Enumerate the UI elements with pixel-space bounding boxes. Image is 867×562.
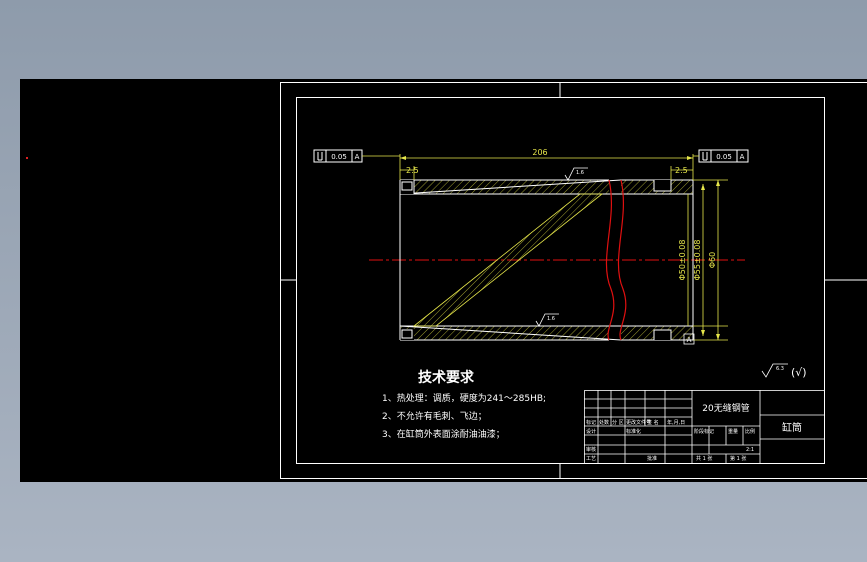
dim-right-groove: 2.5	[675, 166, 688, 175]
tb-scale: 比例	[745, 428, 755, 435]
svg-text:0.05: 0.05	[331, 153, 347, 161]
requirement-1: 1、热处理：调质，硬度为241～285HB;	[382, 392, 546, 404]
tb-standardization: 标准化	[626, 428, 641, 435]
tb-weight: 重量	[728, 428, 738, 435]
dim-left-groove: 2.5	[406, 166, 419, 175]
tb-docno: 更改文件号	[626, 419, 651, 426]
tb-date: 年,月,日	[667, 419, 685, 426]
tb-zone: 分 区	[612, 419, 624, 426]
tb-mark: 标记	[586, 419, 596, 426]
dim-groove-diameter: Φ55±0.08	[693, 240, 702, 281]
tb-designer: 设计	[586, 428, 596, 435]
tb-approve: 批准	[647, 455, 657, 462]
requirement-3: 3、在缸筒外表面涂耐油油漆；	[382, 428, 505, 440]
tb-scale-value: 2:1	[746, 447, 754, 453]
tb-sheet-total: 共 1 张	[696, 455, 712, 462]
dim-bore-diameter: Φ50±0.08	[678, 240, 687, 281]
title-block	[584, 390, 825, 464]
dimension-lines	[399, 154, 728, 341]
dim-overall-length: 206	[532, 148, 547, 157]
svg-text:A: A	[687, 336, 692, 344]
tolerance-frame-right: 0.05 A	[693, 149, 749, 163]
roughness-bottom-value: 1.6	[547, 316, 555, 322]
tube-bottom-wall	[399, 325, 694, 341]
cad-viewport[interactable]: 206 2.5 2.5 Φ50±0.08 Φ55±0.08 Φ60 A 0.05…	[20, 79, 867, 482]
roughness-symbol-top	[564, 167, 588, 181]
drawing-canvas: 206 2.5 2.5 Φ50±0.08 Φ55±0.08 Φ60 A 0.05…	[26, 82, 867, 479]
tolerance-frame-left: 0.05 A	[313, 149, 400, 163]
dim-outer-diameter: Φ60	[708, 252, 717, 268]
tube-top-wall	[399, 179, 694, 195]
roughness-note-paren: (√)	[791, 366, 807, 379]
requirements-title: 技术要求	[418, 369, 475, 386]
svg-text:0.05: 0.05	[716, 153, 732, 161]
diagonal-hatch-band	[412, 193, 604, 327]
title-material: 20无缝钢管	[702, 402, 749, 414]
svg-text:A: A	[740, 153, 745, 161]
cursor-dot	[26, 157, 28, 159]
datum-a: A	[683, 333, 695, 345]
tb-reviewer: 审核	[586, 446, 596, 453]
dimension-arrows	[400, 156, 720, 340]
svg-text:A: A	[355, 153, 360, 161]
tb-sign: 签 名	[647, 419, 659, 426]
break-lines	[605, 179, 627, 341]
tb-sheet-no: 第 1 张	[730, 455, 746, 462]
centering-marks	[281, 82, 867, 478]
roughness-symbol-bottom	[535, 313, 559, 327]
tb-count: 处数	[599, 419, 609, 426]
roughness-top-value: 1.6	[576, 170, 584, 176]
roughness-note-symbol	[761, 363, 788, 378]
tube-bore	[399, 194, 694, 326]
tb-stage-mark: 阶段标记	[694, 428, 714, 435]
sheet-outer-border	[280, 82, 867, 479]
tb-craft: 工艺	[586, 456, 596, 462]
roughness-note-value: 6.3	[776, 366, 784, 372]
requirement-2: 2、不允许有毛刺、飞边；	[382, 410, 487, 422]
title-part-name: 缸筒	[782, 421, 802, 434]
